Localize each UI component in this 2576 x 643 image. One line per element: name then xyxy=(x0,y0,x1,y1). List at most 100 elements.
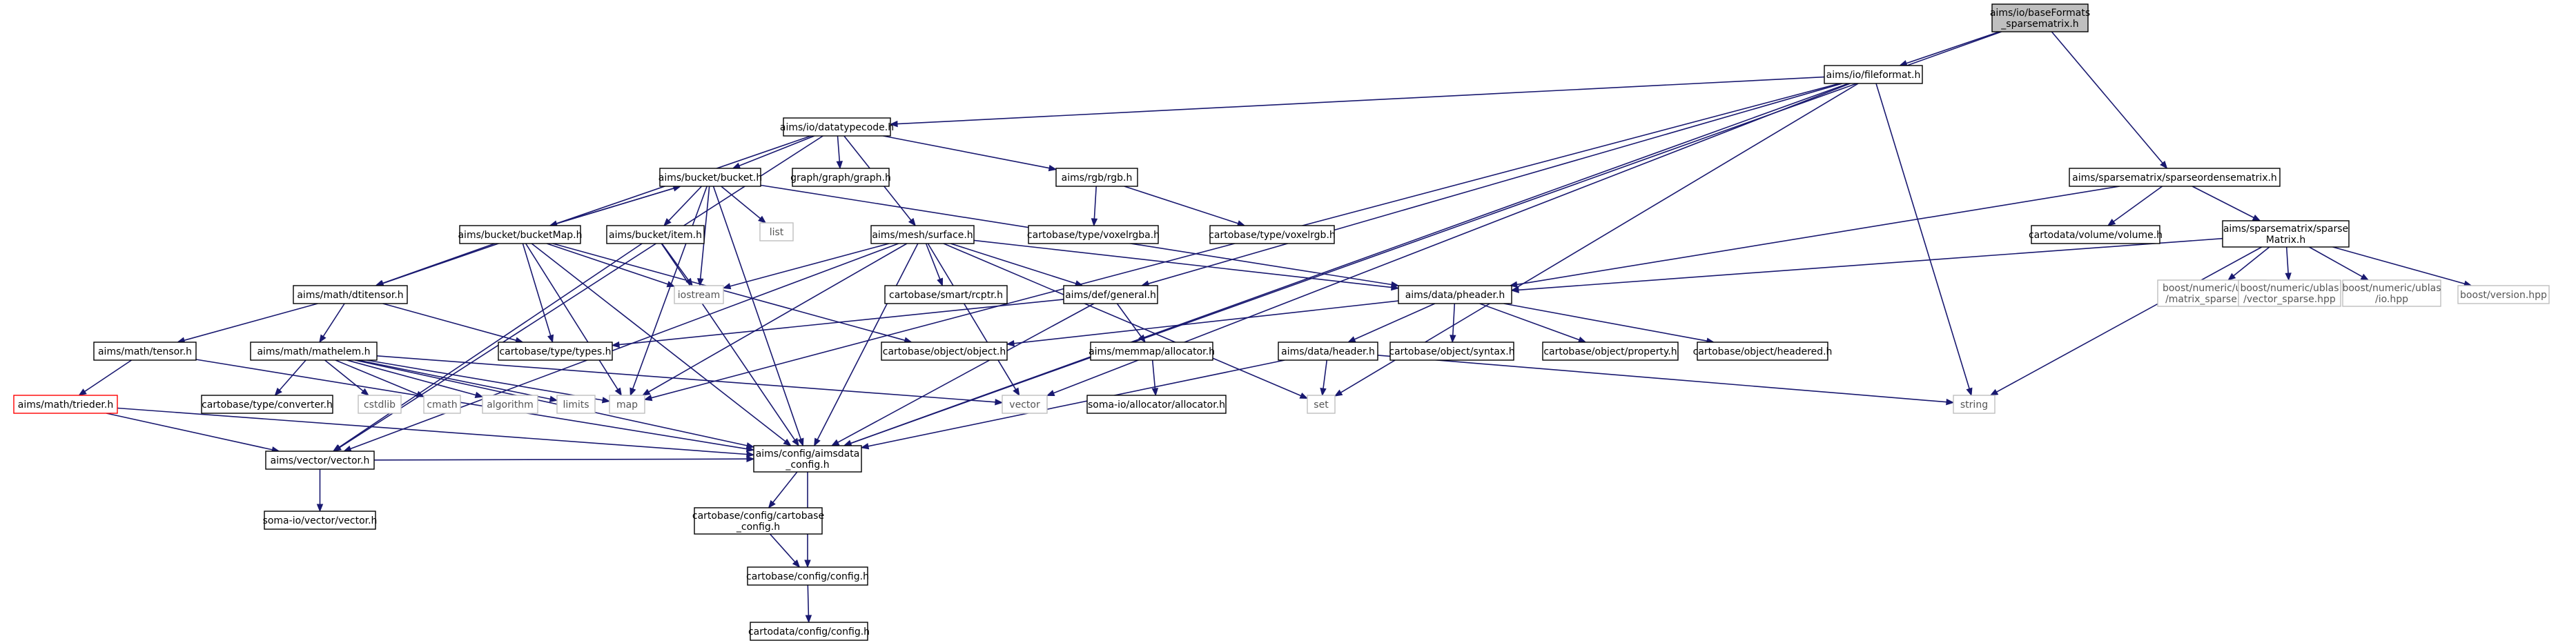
node-box xyxy=(293,285,408,304)
node-aims-io-datatypecode-h[interactable]: aims/io/datatypecode.h xyxy=(780,117,894,137)
node-cartobase-type-converter-h[interactable]: cartobase/type/converter.h xyxy=(201,395,333,414)
node-aims-data-header-h[interactable]: aims/data/header.h xyxy=(1278,342,1378,361)
node-box xyxy=(1389,342,1514,361)
edge-mathelem-to-cstdlib xyxy=(324,359,369,396)
node-box xyxy=(1991,3,2089,32)
node-cstdlib: cstdlib xyxy=(358,395,402,414)
node-label: aims/math/mathelem.h xyxy=(257,346,370,357)
node-cartobase-smart-rcptr-h[interactable]: cartobase/smart/rcptr.h xyxy=(884,285,1008,304)
edge-line xyxy=(739,135,815,167)
edge-ff-to-vector xyxy=(1046,83,1851,397)
node-cartobase-object-property-h[interactable]: cartobase/object/property.h xyxy=(1542,342,1679,361)
node-label: boost/numeric/ublas xyxy=(2240,283,2339,294)
edge-line xyxy=(837,303,1095,443)
edge-line xyxy=(525,243,618,390)
node-aims-memmap-allocator-h[interactable]: aims/memmap/allocator.h xyxy=(1089,342,1215,361)
node-box xyxy=(13,395,118,414)
edge-line xyxy=(366,359,603,401)
edge-line xyxy=(1996,246,2263,393)
node-cartobase-config-cartobase-config-h[interactable]: cartobase/config/cartobase_config.h xyxy=(692,507,824,535)
edge-line xyxy=(927,243,1017,390)
node-cartobase-object-object-h[interactable]: cartobase/object/object.h xyxy=(881,342,1008,361)
edge-pheader-to-syntax xyxy=(1450,303,1456,344)
edge-sparse-to-ublas1 xyxy=(2227,246,2270,281)
edge-arrowhead xyxy=(643,394,653,402)
node-box xyxy=(1697,342,1828,361)
edge-arrowhead xyxy=(274,387,282,397)
node-cartodata-volume-volume-h[interactable]: cartodata/volume/volume.h xyxy=(2029,225,2163,244)
node-aims-bucket-bucket-h[interactable]: aims/bucket/bucket.h xyxy=(658,168,763,187)
node-cartobase-object-syntax-h[interactable]: cartobase/object/syntax.h xyxy=(1389,342,1515,361)
node-cartobase-config-config-h[interactable]: cartobase/config/config.h xyxy=(746,566,869,586)
node-cartobase-type-voxelrgba-h[interactable]: cartobase/type/voxelrgba.h xyxy=(1027,225,1160,244)
node-aims-bucket-bucketmap-h[interactable]: aims/bucket/bucketMap.h xyxy=(458,225,583,244)
node-box xyxy=(1002,395,1048,414)
edge-bmap-to-types xyxy=(522,243,554,344)
edge-arrowhead xyxy=(768,499,776,509)
edge-surface-to-pheader xyxy=(973,239,1400,291)
node-aims-config-aimsdata-config-h[interactable]: aims/config/aimsdata_config.h xyxy=(753,445,862,473)
edge-line xyxy=(772,471,798,503)
edge-tensor-to-trieder xyxy=(78,359,133,396)
node-aims-io-fileformat-h[interactable]: aims/io/fileformat.h xyxy=(1824,65,1923,84)
edge-arrowhead xyxy=(474,391,484,398)
node-label: cartodata/config/config.h xyxy=(748,626,870,637)
node-label: cartobase/type/converter.h xyxy=(202,399,333,410)
edge-arrowhead xyxy=(78,388,87,396)
node-cartobase-type-types-h[interactable]: cartobase/type/types.h xyxy=(498,342,613,361)
node-label: cartobase/config/cartobase xyxy=(692,511,824,522)
node-soma-io-allocator-allocator-h[interactable]: soma-io/allocator/allocator.h xyxy=(1086,395,1227,414)
node-cartobase-type-voxelrgb-h[interactable]: cartobase/type/voxelrgb.h xyxy=(1209,225,1336,244)
edge-line xyxy=(661,243,689,281)
edge-line xyxy=(769,533,796,563)
edge-arrowhead xyxy=(830,439,840,446)
edge-mathelem-to-algorithm xyxy=(347,359,484,398)
edge-line xyxy=(358,359,551,400)
node-box xyxy=(747,566,868,586)
node-aims-io-baseformats-sparsematrix-h[interactable]: aims/io/baseFormats_sparsematrix.h xyxy=(1990,3,2090,32)
node-aims-math-trieder-h[interactable]: aims/math/trieder.h xyxy=(13,395,118,414)
node-aims-math-mathelem-h[interactable]: aims/math/mathelem.h xyxy=(250,342,378,361)
edge-surface-to-map xyxy=(641,243,908,396)
node-aims-bucket-item-h[interactable]: aims/bucket/item.h xyxy=(606,225,705,244)
node-cartobase-object-headered-h[interactable]: cartobase/object/headered.h xyxy=(1693,342,1833,361)
dependency-edges xyxy=(78,31,2472,624)
node-aims-vector-vector-h[interactable]: aims/vector/vector.h xyxy=(265,451,375,470)
node-label: aims/math/tensor.h xyxy=(98,346,192,357)
node-aims-math-tensor-h[interactable]: aims/math/tensor.h xyxy=(93,342,197,361)
node-graph-graph-graph-h[interactable]: graph/graph/graph.h xyxy=(790,168,891,187)
node-aims-data-pheader-h[interactable]: aims/data/pheader.h xyxy=(1398,285,1512,304)
node-cartodata-config-config-h[interactable]: cartodata/config/config.h xyxy=(748,622,870,641)
node-aims-sparsematrix-sparseordensematrix-h[interactable]: aims/sparsematrix/sparseordensematrix.h xyxy=(2069,168,2281,187)
node-soma-io-vector-vector-h[interactable]: soma-io/vector/vector.h xyxy=(263,511,378,530)
edge-surface-to-vector xyxy=(927,243,1020,397)
edge-arrowhead xyxy=(937,277,944,287)
node-aims-mesh-surface-h[interactable]: aims/mesh/surface.h xyxy=(870,225,975,244)
edge-line xyxy=(84,359,133,393)
node-boost-numeric-ublas-io-hpp: boost/numeric/ublas/io.hpp xyxy=(2342,279,2441,307)
node-aims-math-dtitensor-h[interactable]: aims/math/dtitensor.h xyxy=(293,285,408,304)
edge-ff-to-string xyxy=(1875,83,1973,397)
edge-line xyxy=(950,243,1077,284)
edge-dtc-to-graph xyxy=(836,135,843,170)
node-box xyxy=(250,342,378,361)
node-label: vector xyxy=(1009,399,1040,410)
node-label: string xyxy=(1960,399,1988,410)
edge-config-to-cdconfig xyxy=(805,584,812,624)
edge-arrowhead xyxy=(836,161,843,170)
edge-line xyxy=(973,239,1392,288)
node-box xyxy=(1028,225,1159,244)
node-box xyxy=(792,168,890,187)
node-aims-rgb-rgb-h[interactable]: aims/rgb/rgb.h xyxy=(1055,168,1138,187)
node-aims-def-general-h[interactable]: aims/def/general.h xyxy=(1063,285,1158,304)
node-box xyxy=(1542,342,1679,361)
node-label: cartobase/object/property.h xyxy=(1543,346,1677,357)
node-box xyxy=(358,395,402,414)
edge-arrowhead xyxy=(745,442,755,449)
edge-general-to-memmap xyxy=(1116,303,1146,344)
edge-arrowhead xyxy=(549,395,558,403)
edge-line xyxy=(546,243,668,285)
edge-arrowhead xyxy=(1391,284,1400,291)
edge-arrowhead xyxy=(1048,164,1057,172)
